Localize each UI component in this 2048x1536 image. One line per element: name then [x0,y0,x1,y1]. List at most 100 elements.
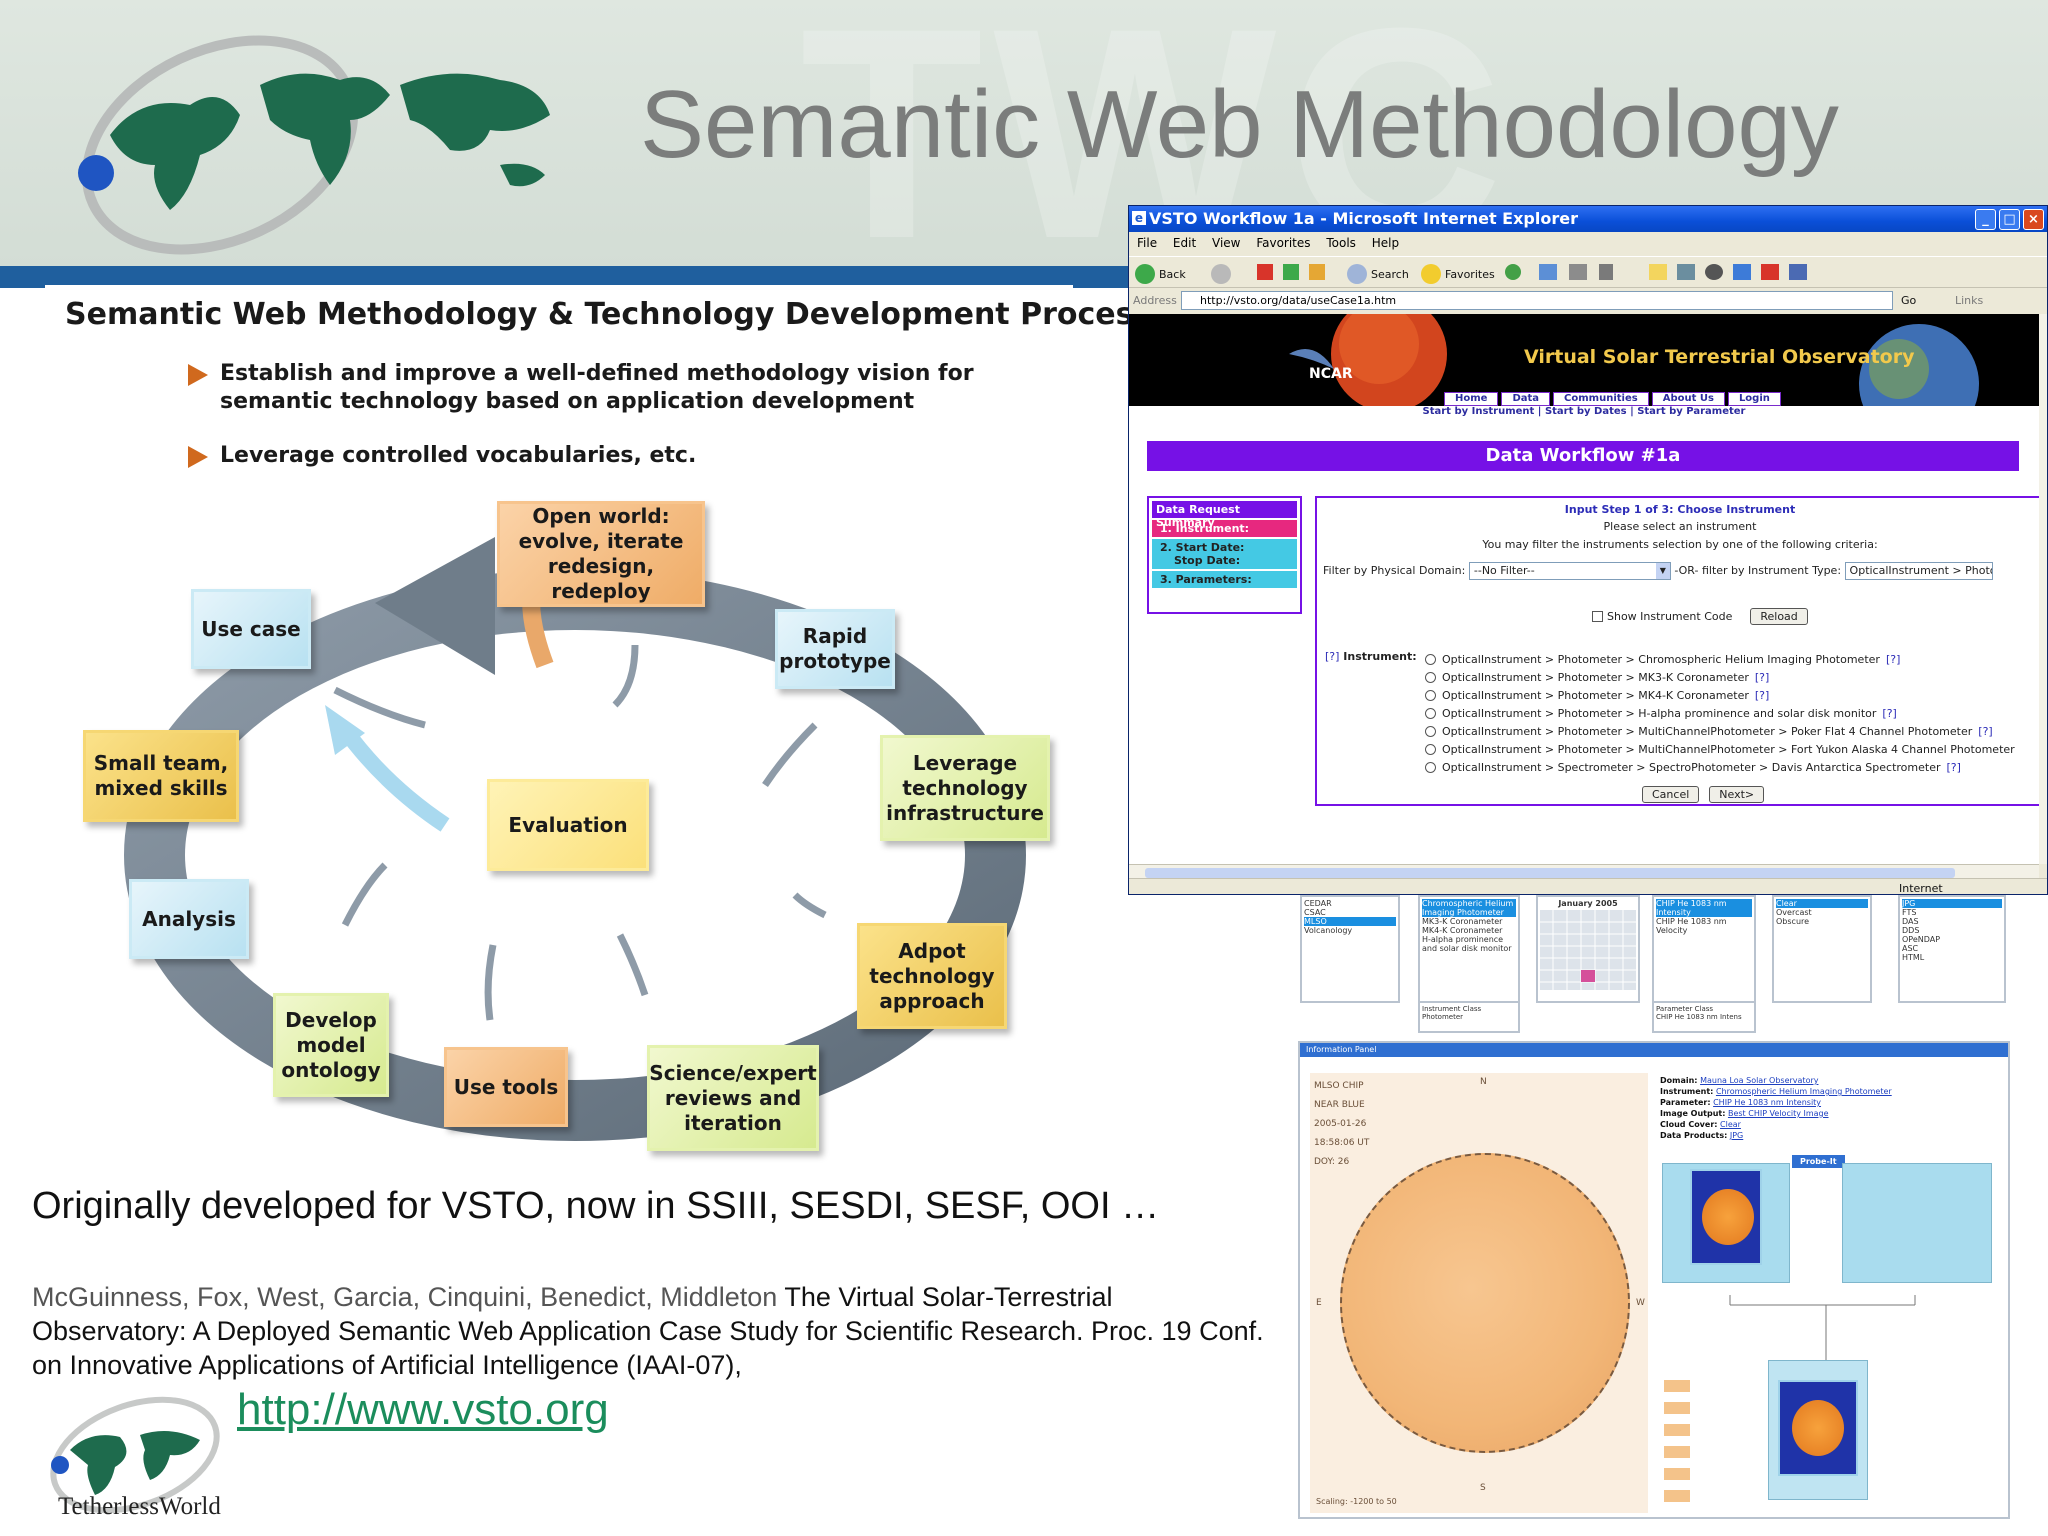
instrument-type-select[interactable]: OpticalInstrument > Photometer [1844,562,1993,580]
scaling-label: Scaling: -1200 to 50 [1316,1497,1397,1506]
bullet-arrow-icon [188,364,208,386]
discuss-icon[interactable] [1733,264,1751,280]
back-button[interactable]: Back [1135,264,1186,284]
bullet-arrow-icon [188,446,208,468]
address-input[interactable]: http://vsto.org/data/useCase1a.htm [1181,291,1893,310]
vsto-link[interactable]: http://www.vsto.org [237,1385,609,1434]
info-panel-head: Information Panel [1300,1043,2008,1057]
instrument-option[interactable]: OpticalInstrument > Photometer > MK4-K C… [1425,686,2039,704]
window-titlebar[interactable]: e VSTO Workflow 1a - Microsoft Internet … [1129,206,2047,232]
search-button[interactable]: Search [1347,264,1409,284]
sun-image[interactable]: MLSO CHIP NEAR BLUE 2005-01-26 18:58:06 … [1310,1073,1648,1513]
citation-text: The Virtual Solar-Terrestrial Observator… [32,1282,1264,1380]
scroll-thumb[interactable] [1145,868,1955,878]
vertical-scrollbar[interactable] [2039,314,2047,864]
ring-arrowhead [375,537,495,675]
summary-instrument[interactable]: 1. Instrument: [1152,520,1297,537]
history-icon[interactable] [1505,264,1521,280]
radio-button[interactable] [1425,689,1436,701]
parameter-link[interactable]: CHIP He 1083 nm Intensity [1713,1098,1822,1107]
research-icon[interactable] [1677,264,1695,280]
radio-button[interactable] [1425,707,1436,719]
links-button[interactable]: Links [1955,294,1984,307]
parameter-class-select[interactable]: Parameter Class CHIP He 1083 nm Intens [1652,1003,1756,1033]
show-code-checkbox[interactable] [1592,611,1603,622]
favorites-button[interactable]: Favorites [1421,264,1495,284]
sky-condition-list[interactable]: Clear Overcast Obscure [1772,895,1872,1003]
probe-sun-thumb[interactable] [1778,1380,1858,1476]
menu-file[interactable]: File [1137,236,1158,250]
reload-button[interactable]: Reload [1750,608,1808,625]
radio-button[interactable] [1425,761,1436,773]
next-button[interactable]: Next> [1709,786,1765,803]
refresh-icon[interactable] [1283,264,1299,280]
domain-link[interactable]: Mauna Loa Solar Observatory [1700,1076,1819,1085]
minimize-icon[interactable]: _ [1975,209,1996,230]
vsto-banner: NCAR Virtual Solar Terrestrial Observato… [1129,314,2039,406]
parameter-list[interactable]: CHIP He 1083 nm Intensity CHIP He 1083 n… [1652,895,1756,1003]
menu-edit[interactable]: Edit [1172,236,1197,250]
radio-button[interactable] [1425,671,1436,683]
bullet-item: Establish and improve a well-defined met… [188,360,1000,416]
image-output-link[interactable]: Best CHIP Velocity Image [1727,1109,1829,1118]
instrument-help-link[interactable]: [?] [1325,650,1340,663]
nav-login[interactable]: Login [1727,392,1781,406]
instrument-option[interactable]: OpticalInstrument > Photometer > MultiCh… [1425,722,2039,740]
instrument-list[interactable]: Chromospheric Helium Imaging Photometer … [1418,895,1520,1003]
menu-view[interactable]: View [1212,236,1241,250]
instrument-link[interactable]: Chromospheric Helium Imaging Photometer [1715,1087,1892,1096]
instrument-option[interactable]: OpticalInstrument > Photometer > H-alpha… [1425,704,2039,722]
box-use-tools: Use tools [444,1047,568,1127]
folder-icon[interactable] [1649,264,1667,280]
maximize-icon[interactable]: □ [1999,209,2020,230]
home-icon[interactable] [1309,264,1325,280]
nav-data[interactable]: Data [1501,392,1551,406]
instrument-option[interactable]: OpticalInstrument > Spectrometer > Spect… [1425,758,2039,776]
radio-button[interactable] [1425,743,1436,755]
edit-icon[interactable] [1599,264,1613,280]
filter-row: Filter by Physical Domain: --No Filter--… [1323,562,1993,580]
go-button[interactable]: Go [1901,294,1917,307]
date-calendar[interactable]: January 2005 [1536,895,1640,1003]
box-evaluation: Evaluation [487,779,649,871]
messenger-icon[interactable] [1705,264,1723,280]
instrument-class-select[interactable]: Instrument Class Photometer [1418,1003,1520,1033]
probe-sun-thumb[interactable] [1690,1169,1762,1265]
menu-favorites[interactable]: Favorites [1256,236,1311,250]
selection-lists: CEDAR CSAC MLSO Volcanology Chromospheri… [1296,893,2010,1035]
probe-thumbnails[interactable] [1664,1380,1690,1505]
show-code-label: Show Instrument Code [1607,610,1733,623]
instrument-option[interactable]: OpticalInstrument > Photometer > Chromos… [1425,650,2039,668]
print-icon[interactable] [1569,264,1587,280]
close-icon[interactable]: × [2023,209,2044,230]
nav-about[interactable]: About Us [1651,392,1725,406]
data-products-link[interactable]: JPG [1729,1131,1744,1140]
subnav-links[interactable]: Start by Instrument | Start by Dates | S… [1422,406,1746,417]
tetherless-world-logo [50,1396,220,1514]
summary-dates[interactable]: 2. Start Date: Stop Date: [1152,539,1297,569]
site-list[interactable]: CEDAR CSAC MLSO Volcanology [1300,895,1400,1003]
tool-icon[interactable] [1761,264,1779,280]
nav-communities[interactable]: Communities [1553,392,1649,406]
menubar: File Edit View Favorites Tools Help [1129,232,2047,254]
tetherless-world-text: TetherlessWorld [58,1493,221,1520]
menu-tools[interactable]: Tools [1326,236,1356,250]
summary-parameters[interactable]: 3. Parameters: [1152,571,1297,588]
radio-button[interactable] [1425,725,1436,737]
horizontal-scrollbar[interactable] [1129,864,2039,880]
stop-icon[interactable] [1257,264,1273,280]
mail-icon[interactable] [1539,264,1557,280]
forward-button[interactable] [1211,264,1231,284]
nav-home[interactable]: Home [1444,392,1499,406]
radio-button[interactable] [1425,653,1436,665]
menu-help[interactable]: Help [1371,236,1400,250]
physical-domain-select[interactable]: --No Filter-- ▼ [1468,562,1671,580]
format-list[interactable]: JPG FTS DAS DDS OPeNDAP ASC HTML [1898,895,2006,1003]
instrument-option[interactable]: OpticalInstrument > Photometer > MK3-K C… [1425,668,2039,686]
cancel-button[interactable]: Cancel [1642,786,1700,803]
plugin-icon[interactable] [1789,264,1807,280]
cloud-cover-link[interactable]: Clear [1720,1120,1741,1129]
filter-type-label: -OR- filter by Instrument Type: [1674,564,1842,577]
probe-node[interactable] [1842,1163,1992,1283]
instrument-option[interactable]: OpticalInstrument > Photometer > MultiCh… [1425,740,2039,758]
